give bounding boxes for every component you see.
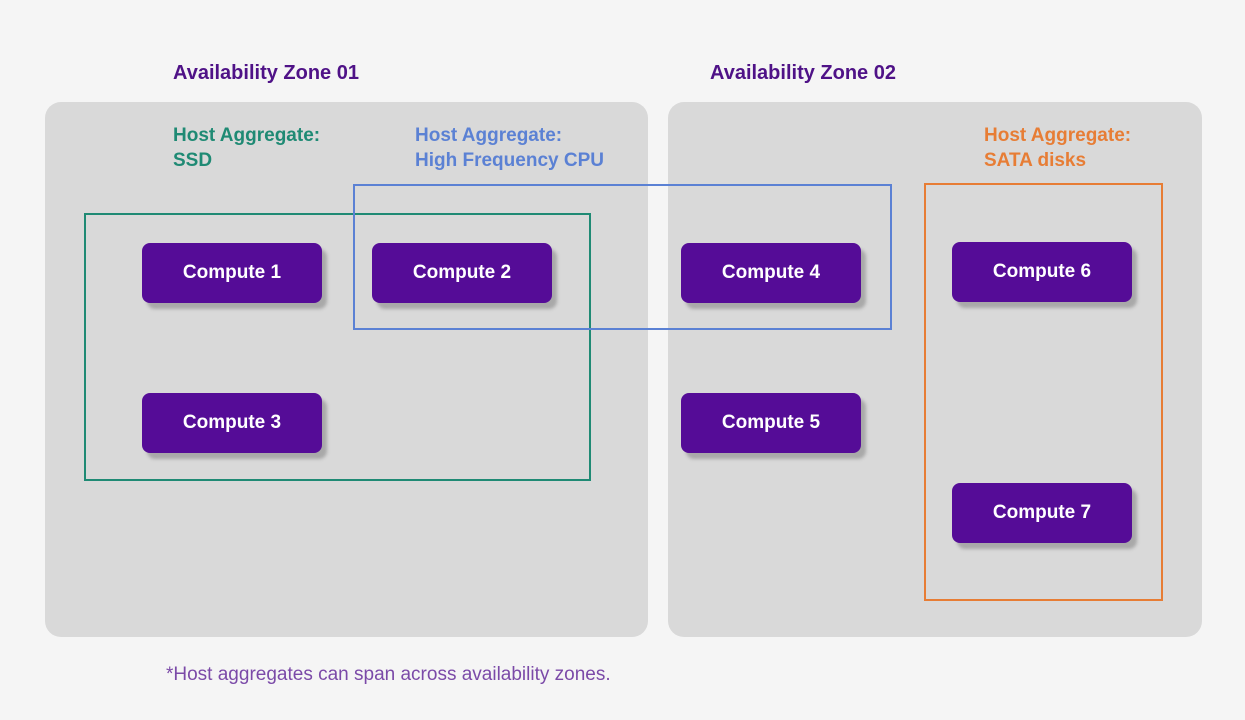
aggregate-high-frequency-cpu-label: Host Aggregate: High Frequency CPU xyxy=(415,123,604,173)
zone-1-title: Availability Zone 01 xyxy=(173,62,359,84)
compute-node-4: Compute 4 xyxy=(681,243,861,303)
aggregate-high-frequency-cpu-label-line1: Host Aggregate: xyxy=(415,125,563,146)
compute-node-2: Compute 2 xyxy=(372,243,552,303)
aggregate-sata-disks-label-line2: SATA disks xyxy=(984,150,1087,171)
compute-node-3: Compute 3 xyxy=(142,393,322,453)
aggregate-sata-disks-boundary xyxy=(924,183,1163,601)
zone-1-panel xyxy=(45,102,648,637)
compute-node-6: Compute 6 xyxy=(952,242,1132,302)
compute-node-1: Compute 1 xyxy=(142,243,322,303)
footnote: *Host aggregates can span across availab… xyxy=(166,664,611,685)
aggregate-sata-disks-label: Host Aggregate: SATA disks xyxy=(984,123,1131,173)
aggregate-ssd-label: Host Aggregate: SSD xyxy=(173,123,320,173)
aggregate-ssd-label-line1: Host Aggregate: xyxy=(173,125,321,146)
zone-2-panel xyxy=(668,102,1202,637)
aggregate-ssd-boundary xyxy=(84,213,591,481)
aggregate-high-frequency-cpu-label-line2: High Frequency CPU xyxy=(415,150,604,171)
compute-node-7: Compute 7 xyxy=(952,483,1132,543)
aggregate-ssd-label-line2: SSD xyxy=(173,150,213,171)
compute-node-5: Compute 5 xyxy=(681,393,861,453)
aggregate-sata-disks-label-line1: Host Aggregate: xyxy=(984,125,1132,146)
aggregate-high-frequency-cpu-boundary xyxy=(353,184,892,330)
zone-2-title: Availability Zone 02 xyxy=(710,62,896,84)
